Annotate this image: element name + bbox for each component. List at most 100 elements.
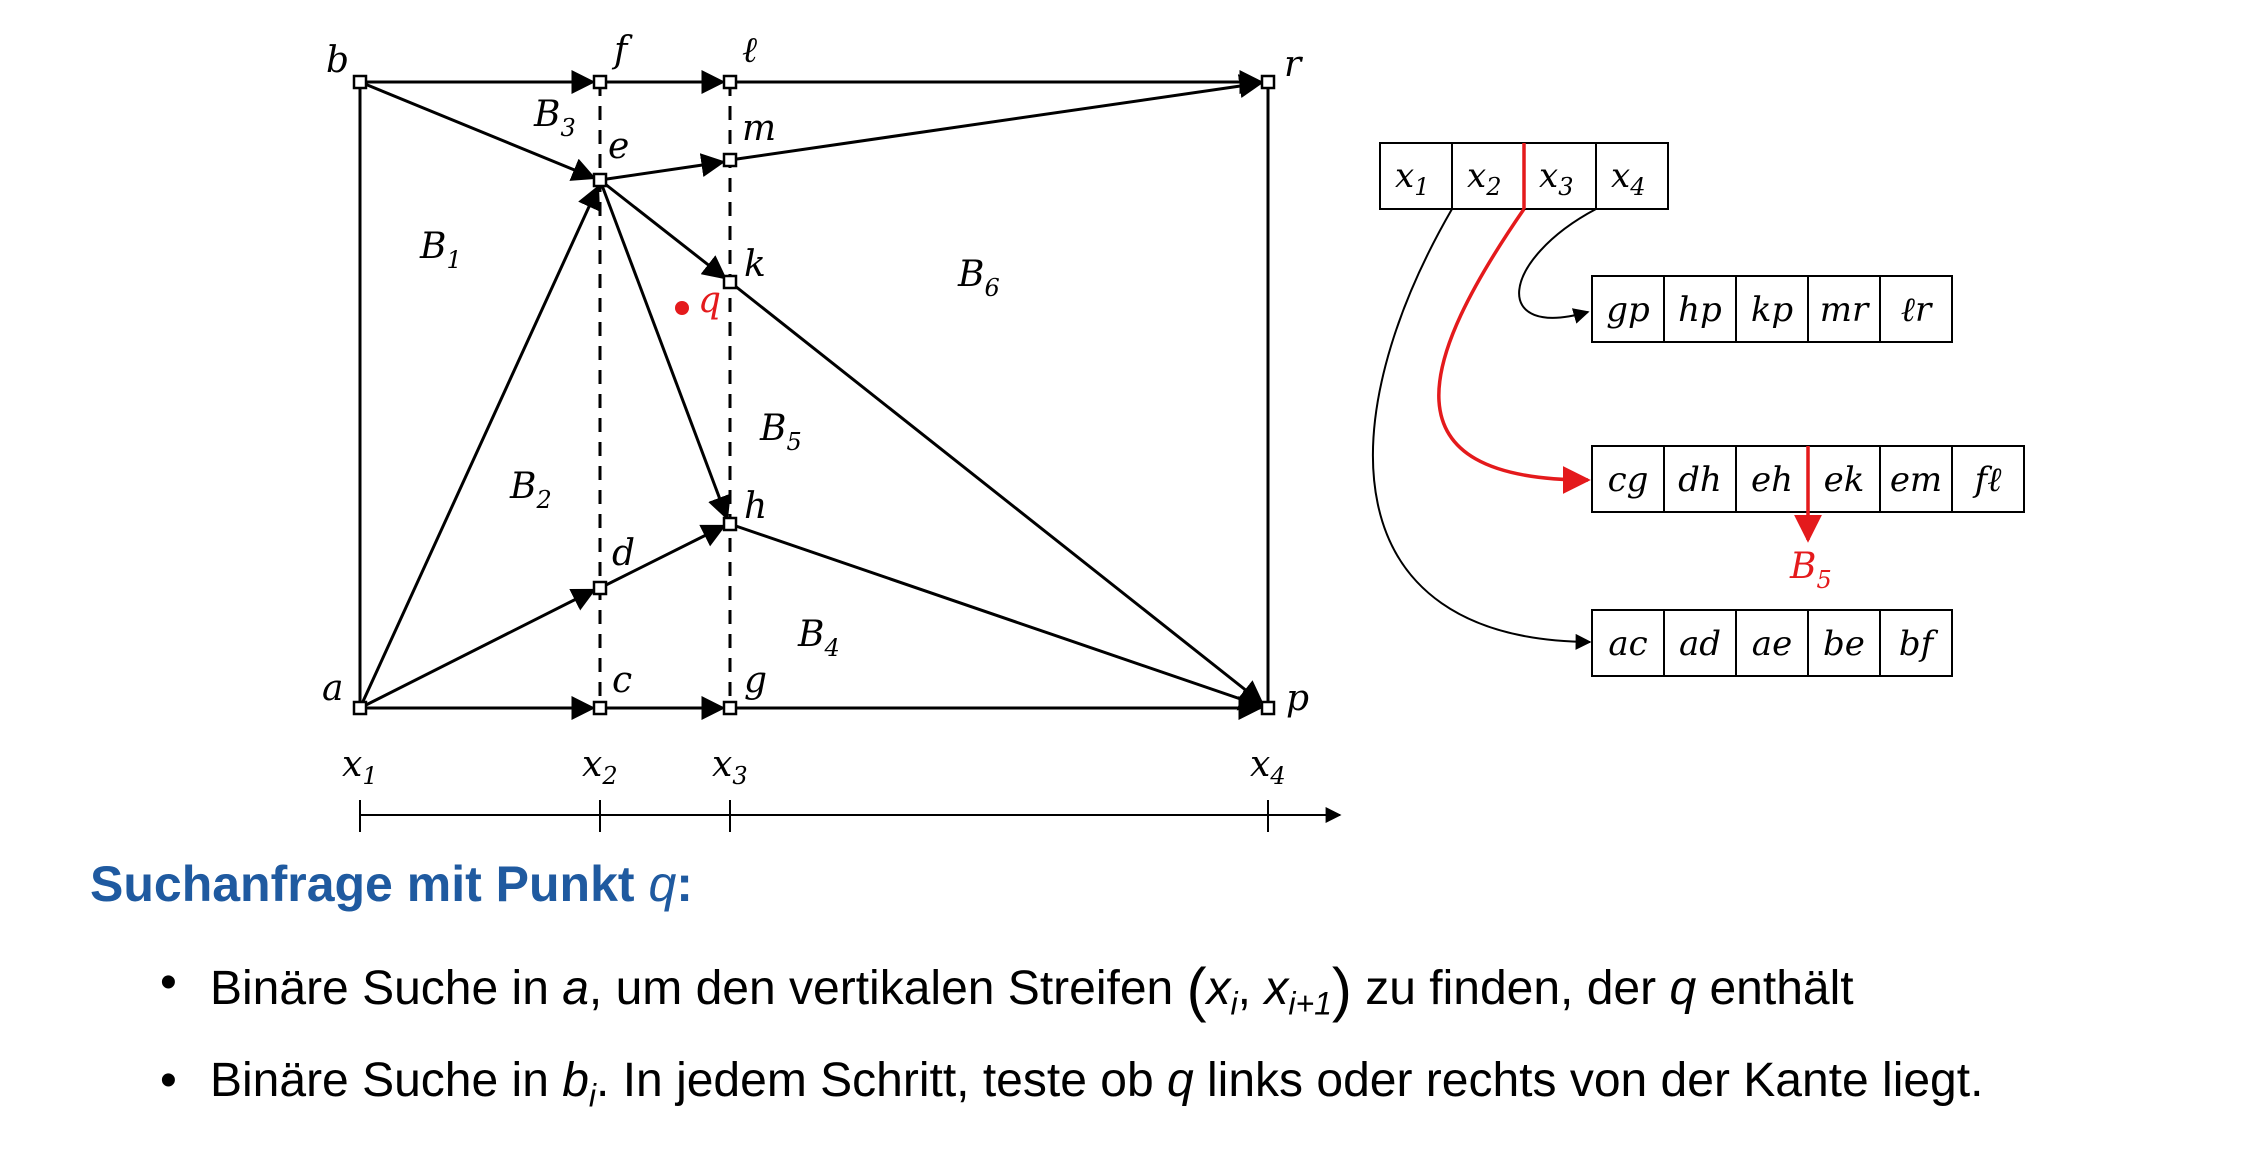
vertex-g <box>722 700 738 716</box>
vertex-markers <box>352 74 1276 716</box>
bullet-list: Binäre Suche in a, um den vertikalen Str… <box>160 955 1983 1151</box>
slab-array-cell-4 <box>1595 142 1669 210</box>
vertex-r <box>1260 74 1276 90</box>
edges <box>358 70 1270 720</box>
result-region-label: B5 <box>1789 546 1832 594</box>
edge-list-2-cell <box>1591 445 1665 513</box>
x-axis-label-x3: x3 <box>712 744 748 790</box>
vertex-label-e: e <box>608 126 629 167</box>
vertex-label-l: ℓ <box>742 30 757 71</box>
edge-list-1-cell <box>1807 275 1881 343</box>
slab-array-x4: x4 <box>1611 156 1645 201</box>
region-labels: B1 B2 B3 B4 B5 B6 <box>419 94 1000 662</box>
edge-list-2-item: dh <box>1678 460 1722 500</box>
edge-ek <box>599 178 727 280</box>
bullet-item-1: Binäre Suche in a, um den vertikalen Str… <box>160 955 1983 1053</box>
pointer-x3-to-list1 <box>1518 208 1597 324</box>
edge-list-1-item: hp <box>1678 290 1722 330</box>
heading-variable: q <box>648 856 677 912</box>
vertex-label-a: a <box>322 668 343 709</box>
vertex-label-g: g <box>744 660 767 701</box>
vertex-f <box>592 74 608 90</box>
edge-list-1-item: mr <box>1820 290 1870 330</box>
slab-array: x1 x2 x3 x4 <box>1379 142 1669 210</box>
edge-list-3-item: be <box>1823 624 1865 664</box>
edge-list-2-cell <box>1735 445 1809 513</box>
query-point <box>675 301 689 315</box>
section-heading: Suchanfrage mit Punkt q: <box>90 855 693 913</box>
region-label-b1: B1 <box>419 226 462 274</box>
vertex-label-d: d <box>612 533 635 574</box>
region-label-b3: B3 <box>533 94 576 142</box>
vertex-label-c: c <box>612 660 632 701</box>
edge-ae <box>358 184 600 709</box>
vertex-label-f: f <box>611 30 633 71</box>
x-axis-label-x4: x4 <box>1250 744 1286 790</box>
edge-list-2-item: ek <box>1824 460 1865 500</box>
vertex-b <box>352 74 368 90</box>
vertex-d <box>592 580 608 596</box>
edge-list-3-cell <box>1591 609 1665 677</box>
edge-list-1-cell <box>1735 275 1809 343</box>
edge-list-3-cell <box>1879 609 1953 677</box>
edge-list-2: cg dh eh ek em fℓ B5 <box>1591 445 2025 594</box>
edge-dh <box>599 524 727 590</box>
heading-text: Suchanfrage mit Punkt <box>90 856 649 912</box>
edge-list-3-item: bf <box>1899 624 1939 664</box>
slab-pointers <box>1371 208 1597 650</box>
bullet-item-2: Binäre Suche in bi. In jedem Schritt, te… <box>160 1053 1983 1151</box>
vertex-label-h: h <box>744 486 767 527</box>
edge-list-2-item: eh <box>1751 460 1793 500</box>
slab-array-cell-2 <box>1451 142 1525 210</box>
slab-array-x3: x3 <box>1539 156 1573 201</box>
x-axis-label-x2: x2 <box>582 744 618 790</box>
vertex-label-p: p <box>1286 678 1309 719</box>
x-axis <box>359 800 1342 832</box>
edge-list-3-item: ac <box>1608 624 1647 664</box>
vertex-c <box>592 700 608 716</box>
edge-list-3-item: ae <box>1752 624 1792 664</box>
pointer-x2-to-list2 <box>1437 208 1591 494</box>
edge-be <box>359 80 597 181</box>
region-label-b5: B5 <box>759 408 802 456</box>
query-point-label: q <box>698 280 721 321</box>
edge-list-1-cell <box>1879 275 1953 343</box>
x-axis-label-x1: x1 <box>342 744 378 790</box>
vertex-m <box>722 152 738 168</box>
edge-list-2-cell <box>1951 445 2025 513</box>
edge-em <box>599 153 726 182</box>
edge-list-2-item: cg <box>1608 460 1649 500</box>
edge-kp <box>729 280 1264 705</box>
edge-list-3-item: ad <box>1679 624 1721 664</box>
heading-colon: : <box>676 856 693 912</box>
edge-list-1: gp hp kp mr ℓr <box>1591 275 1953 343</box>
region-label-b4: B4 <box>797 614 840 662</box>
edge-list-2-cell <box>1807 445 1881 513</box>
vertex-l <box>722 74 738 90</box>
edge-list-1-item: gp <box>1606 290 1650 330</box>
edge-list-3-cell <box>1735 609 1809 677</box>
edge-mr <box>729 74 1264 162</box>
edge-eh <box>598 179 731 521</box>
edge-list-2-item: fℓ <box>1972 460 2002 500</box>
vertex-a <box>352 700 368 716</box>
slab-array-x1: x1 <box>1395 156 1429 201</box>
edge-hp <box>729 522 1264 711</box>
edge-list-2-item: em <box>1890 460 1942 500</box>
edge-ad <box>359 588 597 710</box>
vertex-label-m: m <box>742 108 776 149</box>
x-axis-labels: x1 x2 x3 x4 <box>342 744 1286 790</box>
vertex-label-r: r <box>1284 44 1303 85</box>
edge-list-1-item: ℓr <box>1901 290 1933 330</box>
vertex-label-k: k <box>744 244 766 285</box>
pointer-x1-to-list3 <box>1371 208 1592 650</box>
slab-array-x2: x2 <box>1467 156 1501 201</box>
vertex-label-b: b <box>326 40 349 81</box>
vertex-p <box>1260 700 1276 716</box>
slab-decomposition-figure: a b c d e f g h k ℓ m p r q B1 B2 B3 B4 … <box>322 30 2025 832</box>
region-label-b2: B2 <box>509 466 552 514</box>
edge-list-3: ac ad ae be bf <box>1591 609 1953 677</box>
vertex-e <box>592 172 608 188</box>
vertex-k <box>722 274 738 290</box>
region-label-b6: B6 <box>957 254 1000 302</box>
